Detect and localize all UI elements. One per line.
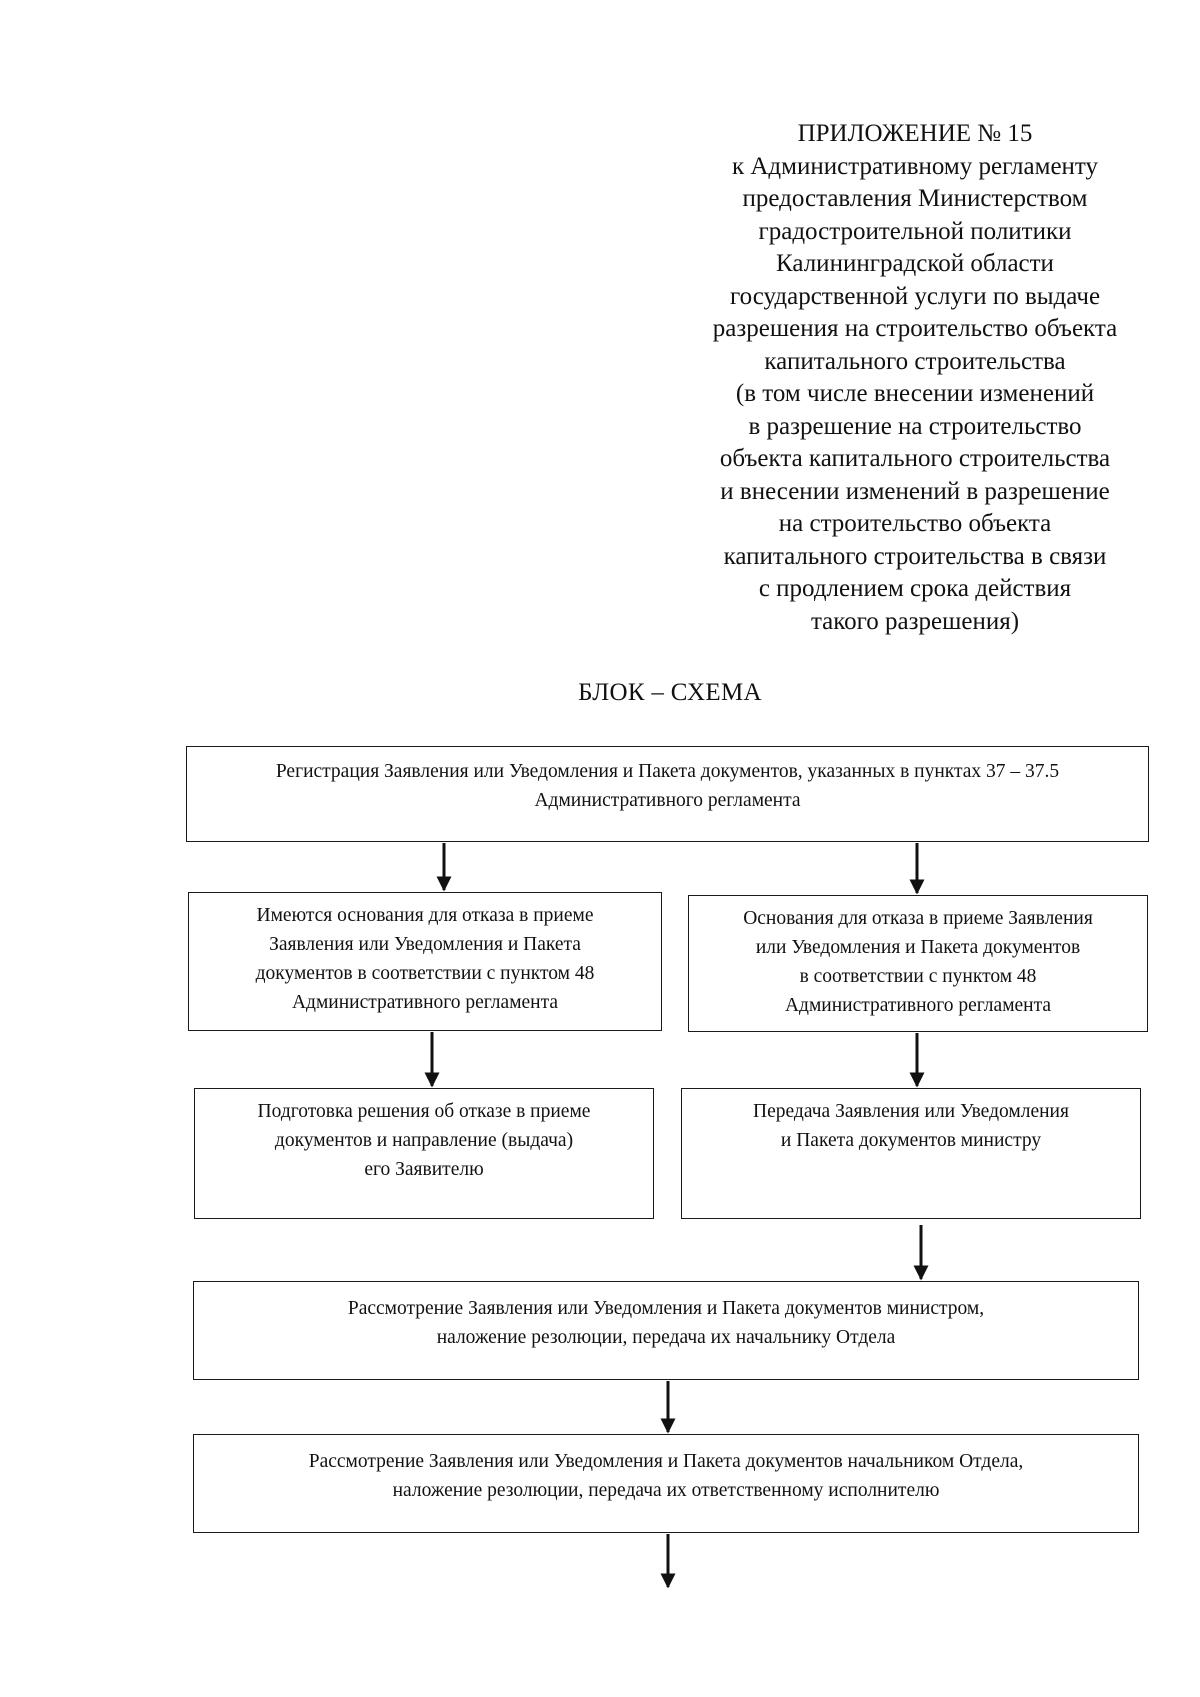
box-refusal-preparation-line: документов и направление (выдача)	[274, 1130, 574, 1151]
appendix-line: (в том числе внесении изменений	[735, 380, 1095, 407]
box-head-review-line: наложение резолюции, передача их ответст…	[392, 1480, 940, 1501]
box-transfer-to-minister: Передача Заявления или Уведомления и Пак…	[681, 1088, 1141, 1219]
appendix-line: такого разрешения)	[810, 607, 1020, 635]
box-refusal-grounds-absent-line: Административного регламента	[784, 995, 1052, 1016]
flowchart-title: БЛОК – СХЕМА	[578, 679, 762, 706]
box-minister-review-line: Рассмотрение Заявления или Уведомления и…	[347, 1298, 985, 1319]
appendix-heading: ПРИЛОЖЕНИЕ № 15 к Административному регл…	[680, 118, 1150, 638]
appendix-line: объекта капитального строительства	[719, 445, 1111, 472]
box-refusal-grounds-exist-line: Заявления или Уведомления и Пакета	[269, 934, 581, 955]
appendix-line: капитального строительства в связи	[723, 542, 1107, 570]
box-minister-review: Рассмотрение Заявления или Уведомления и…	[193, 1281, 1139, 1380]
box-refusal-grounds-exist: Имеются основания для отказа в приеме За…	[188, 892, 662, 1031]
box-refusal-grounds-absent-line: Основания для отказа в приеме Заявления	[743, 908, 1093, 929]
appendix-line: и внесении изменений в разрешение	[720, 477, 1110, 505]
appendix-line: в разрешение на строительство	[748, 412, 1082, 440]
box-head-review: Рассмотрение Заявления или Уведомления и…	[193, 1434, 1139, 1533]
appendix-title: ПРИЛОЖЕНИЕ № 15	[797, 120, 1033, 147]
appendix-line: предоставления Министерством	[742, 185, 1088, 212]
box-refusal-grounds-exist-line: Административного регламента	[291, 992, 559, 1013]
box-transfer-to-minister-line: и Пакета документов министру	[780, 1130, 1042, 1151]
box-registration-line: Административного регламента	[534, 790, 801, 811]
box-refusal-grounds-absent-line: или Уведомления и Пакета документов	[755, 937, 1081, 958]
appendix-line: разрешения на строительство объекта	[712, 315, 1118, 342]
appendix-line: государственной услуги по выдаче	[729, 282, 1101, 310]
box-refusal-preparation-line: его Заявителю	[364, 1159, 484, 1180]
appendix-line: Калининградской области	[776, 250, 1054, 277]
box-refusal-grounds-exist-line: документов в соответствии с пунктом 48	[255, 963, 595, 984]
appendix-line: капитального строительства	[764, 347, 1066, 375]
appendix-line: градостроительной политики	[758, 217, 1072, 245]
box-refusal-preparation-line: Подготовка решения об отказе в приеме	[257, 1101, 591, 1122]
appendix-line: на строительство объекта	[778, 510, 1052, 537]
box-refusal-grounds-absent: Основания для отказа в приеме Заявления …	[688, 895, 1148, 1032]
appendix-line: с продлением срока действия	[758, 575, 1072, 602]
box-refusal-preparation: Подготовка решения об отказе в приеме до…	[194, 1088, 654, 1219]
box-refusal-grounds-absent-line: в соответствии с пунктом 48	[799, 966, 1037, 987]
box-transfer-to-minister-line: Передача Заявления или Уведомления	[753, 1101, 1069, 1122]
box-refusal-grounds-exist-line: Имеются основания для отказа в приеме	[256, 905, 594, 926]
box-head-review-line: Рассмотрение Заявления или Уведомления и…	[308, 1451, 1024, 1472]
box-minister-review-line: наложение резолюции, передача их начальн…	[436, 1327, 896, 1348]
appendix-line: к Административному регламенту	[731, 152, 1099, 180]
box-registration-line: Регистрация Заявления или Уведомления и …	[275, 761, 1060, 782]
box-registration: Регистрация Заявления или Уведомления и …	[186, 746, 1149, 842]
